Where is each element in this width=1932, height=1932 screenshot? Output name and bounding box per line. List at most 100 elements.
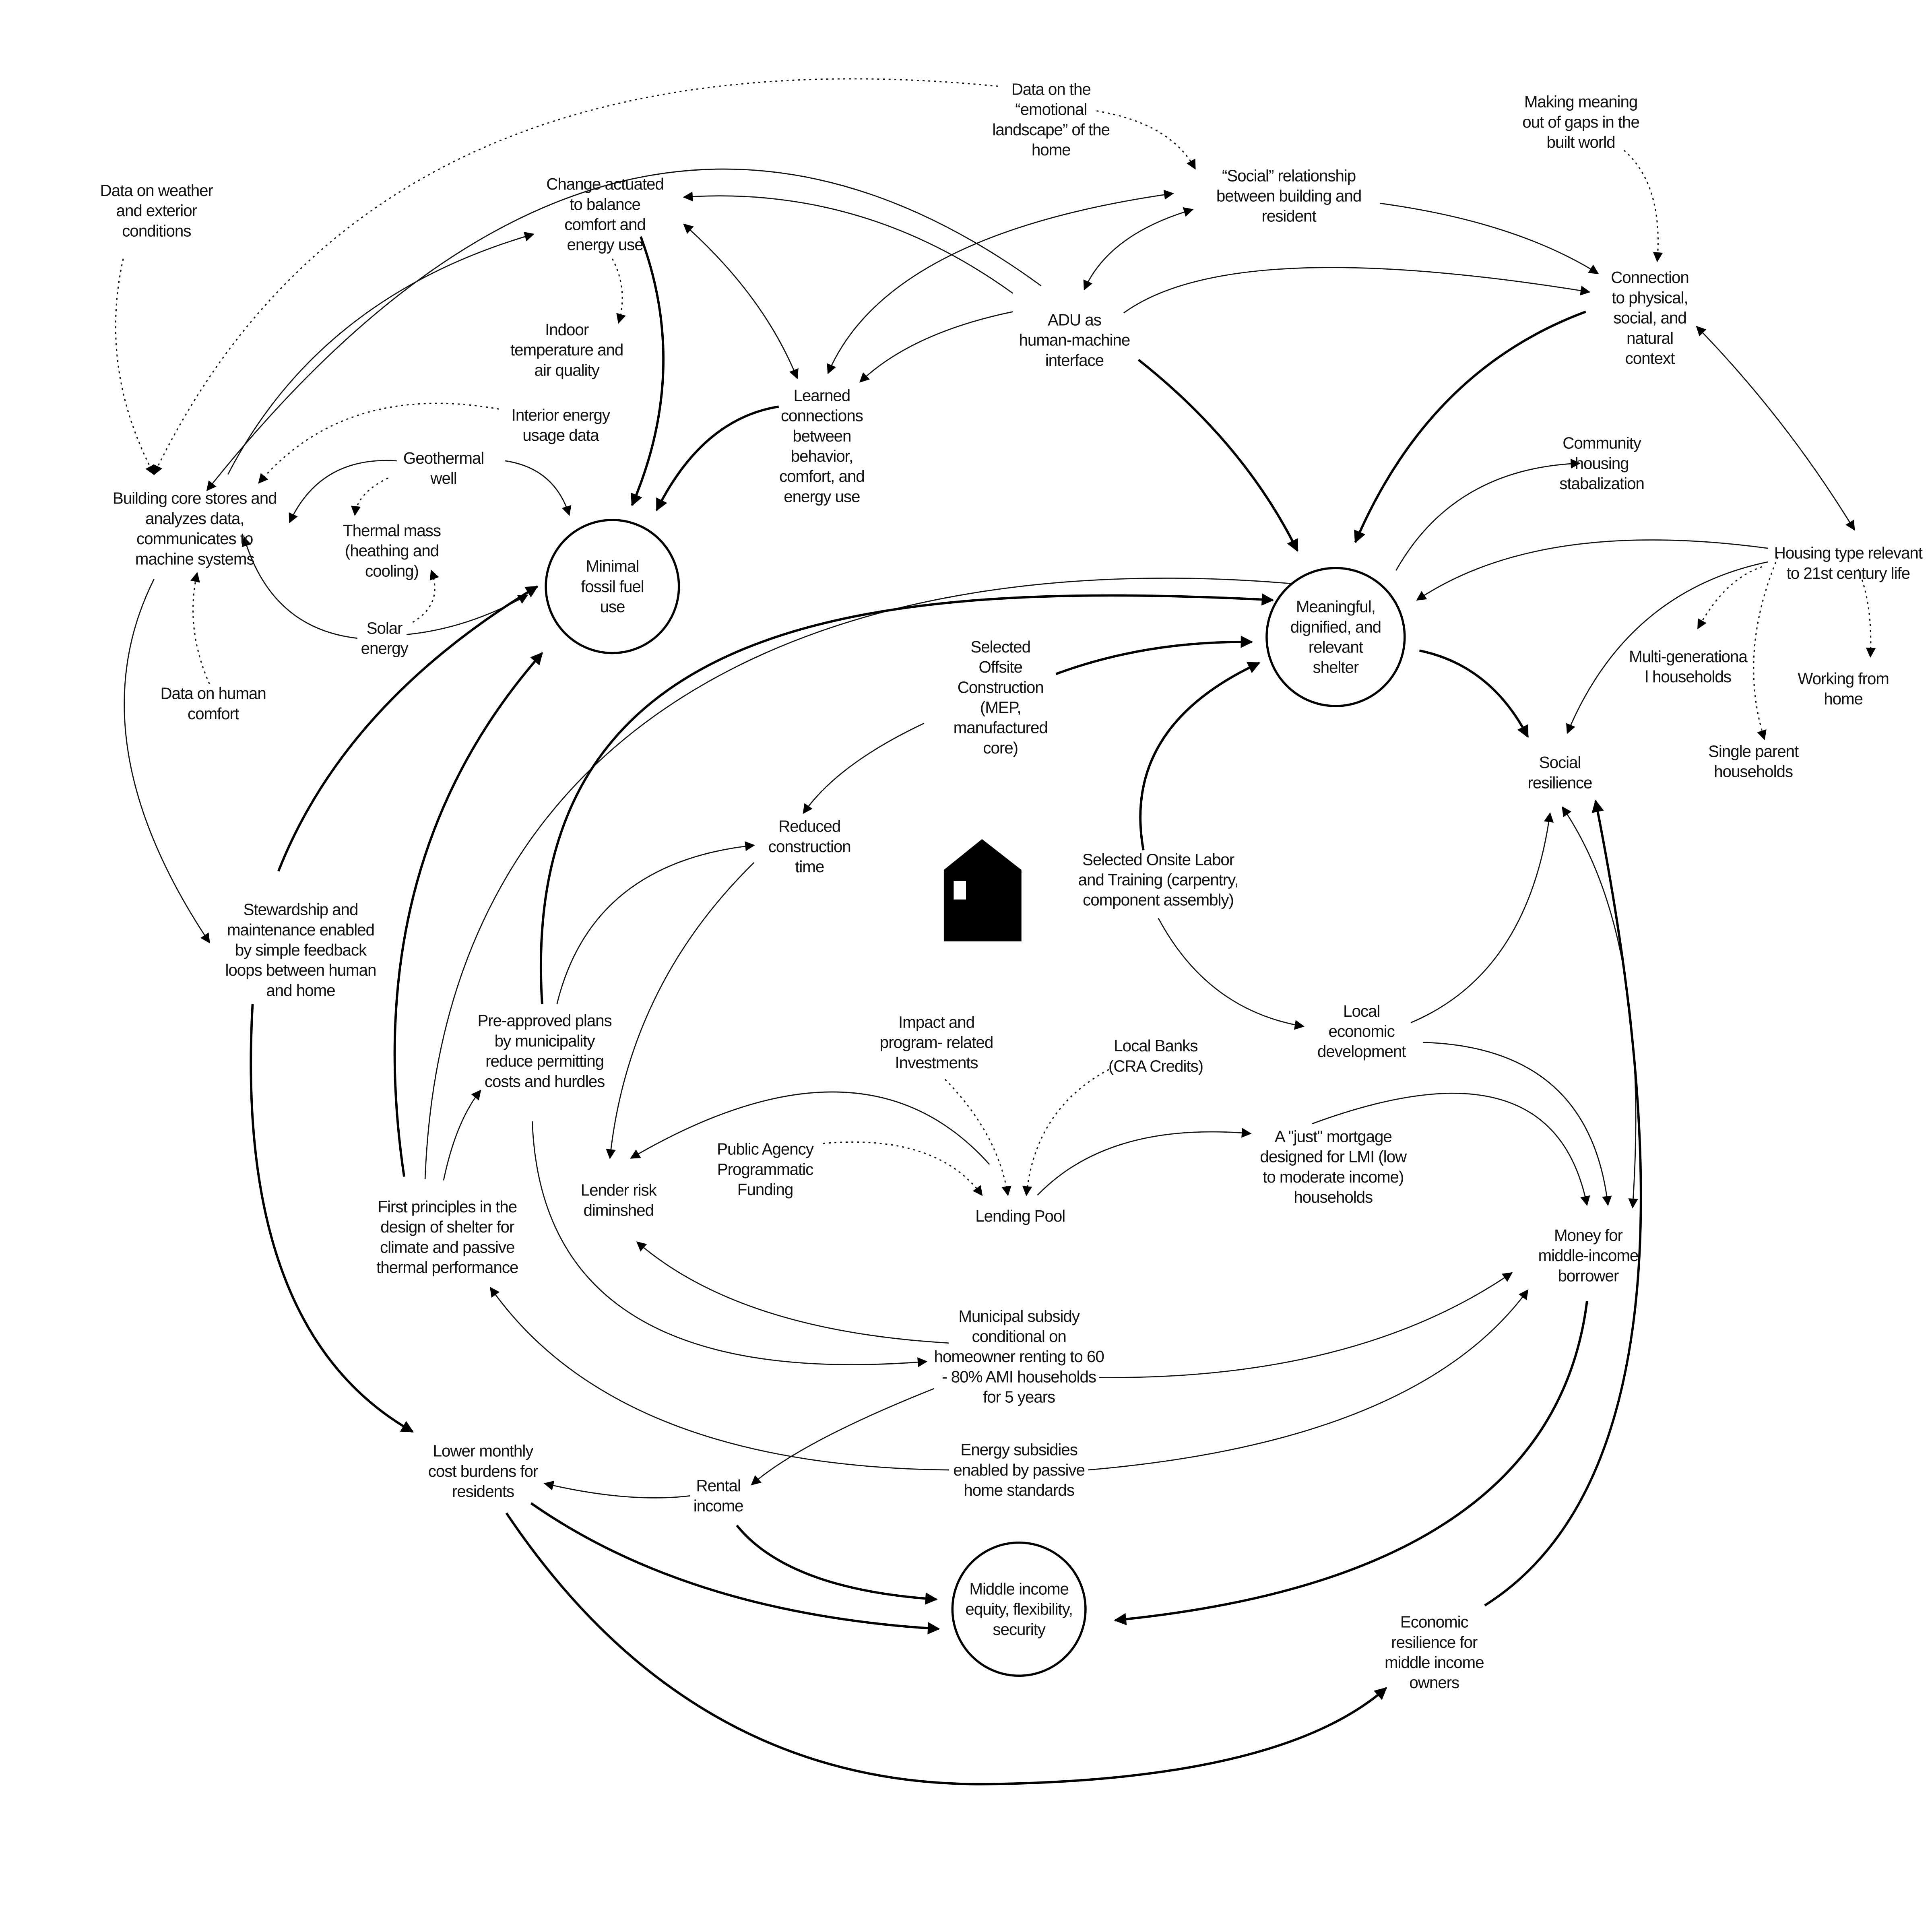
- arrow: [1380, 202, 1599, 274]
- node-label-line: middle income: [1385, 1653, 1484, 1672]
- arrow: [227, 231, 535, 475]
- node-solar: Solar energy: [361, 619, 409, 657]
- arrow: [407, 594, 528, 635]
- node-label-line: use: [600, 597, 625, 616]
- node-label-line: cooling): [365, 561, 419, 580]
- node-label-line: middle-income: [1538, 1246, 1639, 1265]
- node-circle-meaningful: [1265, 567, 1406, 707]
- node-label-line: Local Banks: [1114, 1036, 1197, 1055]
- node-label-line: Multi-generationa: [1629, 647, 1748, 666]
- node-label-line: households: [1714, 762, 1793, 781]
- node-label-line: thermal performance: [376, 1258, 518, 1277]
- node-label-line: to balance: [570, 195, 640, 213]
- node-label-line: behavior,: [791, 447, 853, 465]
- node-label-line: (heathing and: [345, 541, 439, 560]
- bold-arrow: [505, 1512, 1387, 1785]
- node-label-line: Programmatic: [717, 1160, 813, 1179]
- node-label-line: First principles in the: [378, 1197, 517, 1216]
- node-label-line: energy use: [784, 487, 860, 506]
- dotted-arrow: [190, 572, 210, 684]
- arrow: [1123, 267, 1591, 314]
- bold-arrow: [530, 1502, 940, 1635]
- dotted-arrow: [153, 78, 998, 475]
- arrow: [1566, 561, 1769, 734]
- node-label-line: energy use: [567, 235, 643, 254]
- node-circle-min-fossil: [545, 519, 680, 654]
- node-label-line: well: [430, 469, 456, 487]
- node-label-line: resilience for: [1391, 1633, 1478, 1651]
- node-label-line: owners: [1409, 1673, 1459, 1692]
- node-label-line: shelter: [1313, 658, 1359, 677]
- arrow: [424, 578, 1311, 1179]
- arrow: [532, 1121, 928, 1367]
- bold-arrow: [656, 405, 779, 512]
- node-label-line: A "just" mortgage: [1275, 1127, 1392, 1146]
- arrow: [543, 1480, 690, 1499]
- node-label-line: Reduced: [778, 817, 840, 836]
- ring-layer: [545, 519, 1406, 1677]
- node-label-line: housing: [1575, 454, 1629, 473]
- arrow: [683, 223, 799, 380]
- edge-layer: [115, 78, 1876, 1785]
- node-label-line: and exterior: [116, 201, 197, 220]
- node-label-line: home: [1824, 689, 1863, 708]
- node-label-line: Local: [1343, 1002, 1380, 1020]
- house-icon: [943, 839, 1022, 941]
- node-label-line: Connection: [1611, 268, 1689, 287]
- dotted-arrow: [1857, 569, 1876, 658]
- arrow: [683, 192, 1013, 294]
- node-label-line: borrower: [1558, 1266, 1619, 1285]
- arrow: [1158, 917, 1305, 1030]
- arrow: [489, 1286, 949, 1471]
- node-label-line: Working from: [1798, 669, 1889, 688]
- dotted-arrow: [1096, 110, 1196, 170]
- bold-arrow: [393, 652, 543, 1177]
- node-label-line: Learned: [793, 386, 850, 405]
- node-label-line: analyzes data,: [145, 509, 244, 528]
- node-label-line: loops between human: [225, 961, 376, 979]
- node-label-line: homeowner renting to 60: [934, 1347, 1104, 1366]
- node-label-line: security: [993, 1620, 1046, 1639]
- dotted-arrow: [258, 402, 500, 484]
- node-label-line: enabled by passive: [953, 1461, 1085, 1479]
- node-label-line: Minimal: [586, 557, 639, 576]
- node-label-line: costs and hurdles: [485, 1072, 605, 1090]
- node-label-line: energy: [361, 639, 409, 658]
- node-label-line: reduce permitting: [485, 1052, 604, 1070]
- node-label-line: natural: [1627, 329, 1673, 347]
- node-label-line: Community: [1563, 434, 1641, 452]
- node-label-line: Solar: [367, 619, 403, 637]
- node-label-line: social, and: [1613, 309, 1686, 327]
- bold-arrow: [277, 585, 539, 872]
- arrow: [124, 579, 210, 943]
- node-label-line: Lending Pool: [975, 1207, 1065, 1225]
- node-label-line: resident: [1261, 207, 1316, 225]
- arrow: [1099, 1272, 1513, 1378]
- node-label-line: maintenance enabled: [227, 921, 374, 939]
- node-label-line: Offsite: [978, 658, 1022, 676]
- node-label-line: between building and: [1216, 187, 1361, 205]
- node-label-line: residents: [452, 1482, 514, 1501]
- arrow: [827, 190, 1174, 374]
- arrow: [1083, 207, 1194, 291]
- node-label-line: resilience: [1528, 773, 1592, 792]
